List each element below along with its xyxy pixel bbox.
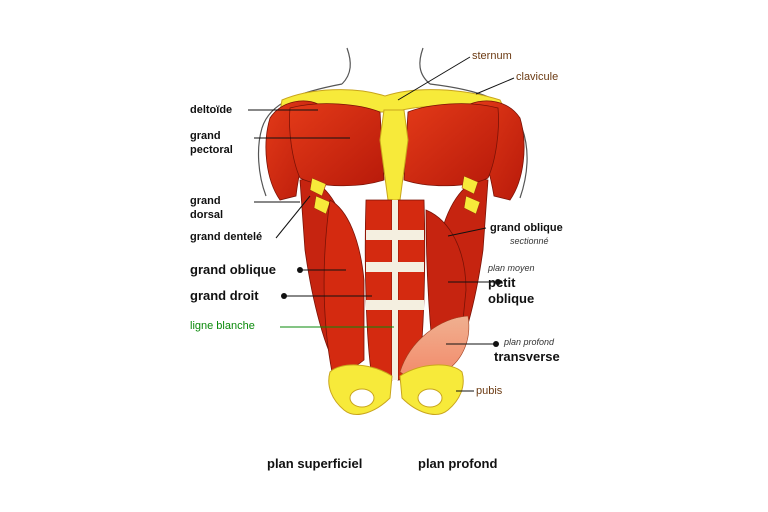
- label-transverse: transverse: [494, 349, 560, 364]
- sternum-bone: [379, 109, 409, 201]
- label-deltoide: deltoïde: [190, 104, 233, 116]
- label-oblique: oblique: [488, 291, 535, 306]
- label-pubis: pubis: [476, 385, 503, 397]
- label-grand-pectoral-2: pectoral: [190, 144, 233, 156]
- label-grand-dorsal-1: grand: [190, 195, 221, 207]
- external-oblique-left: [323, 199, 365, 373]
- label-clavicule: clavicule: [516, 71, 559, 83]
- label-plan-profond-small: plan profond: [504, 337, 555, 347]
- label-plan-moyen: plan moyen: [488, 263, 535, 273]
- label-ligne-blanche: ligne blanche: [190, 320, 255, 332]
- leader-dots: [281, 267, 501, 347]
- caption-plan-superficiel: plan superficiel: [267, 456, 363, 471]
- rectus-abdominis: [364, 199, 426, 381]
- label-petit: petit: [488, 275, 516, 290]
- label-sternum: sternum: [472, 50, 512, 62]
- serratus-detail: [309, 175, 481, 215]
- leader-lines: [248, 56, 515, 392]
- caption-plan-profond: plan profond: [418, 456, 498, 471]
- label-grand-oblique-right: grand oblique: [490, 222, 563, 234]
- pelvis-bones: [328, 364, 464, 415]
- label-grand-oblique-left: grand oblique: [190, 262, 276, 277]
- label-grand-dorsal-2: dorsal: [190, 209, 224, 221]
- pectoral-muscles: [289, 103, 499, 187]
- label-grand-droit: grand droit: [190, 288, 259, 303]
- label-grand-pectoral-1: grand: [190, 130, 221, 142]
- label-sectionne: sectionné: [510, 236, 549, 246]
- label-grand-dentele: grand dentelé: [190, 231, 263, 243]
